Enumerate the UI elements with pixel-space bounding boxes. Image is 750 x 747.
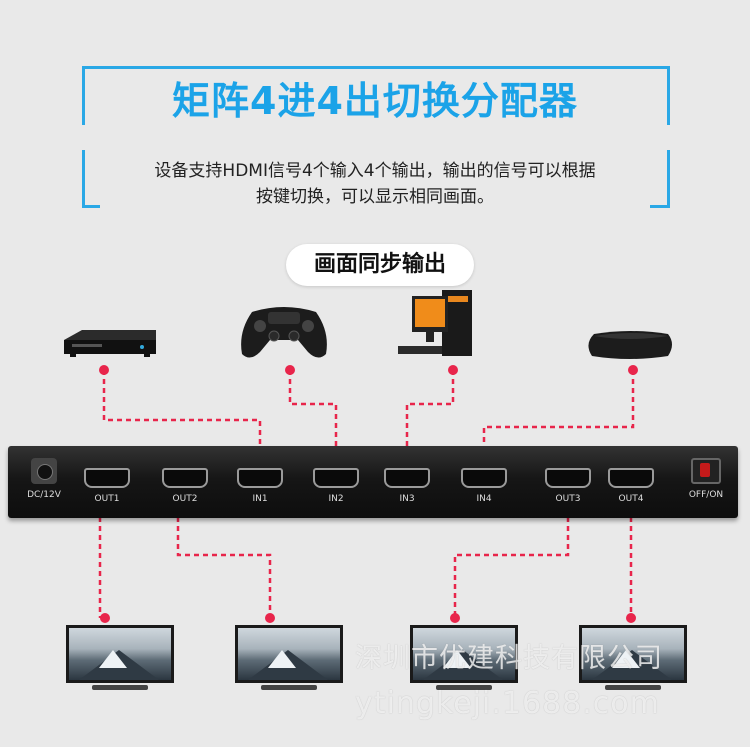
tv-stand <box>605 685 661 690</box>
description-line-2: 按键切换，可以显示相同画面。 <box>256 187 494 207</box>
dc-power-jack: DC/12V <box>24 458 64 500</box>
port-in4: IN4 <box>461 468 507 504</box>
port-in2: IN2 <box>313 468 359 504</box>
port-in3: IN3 <box>384 468 430 504</box>
hdmi-port-icon <box>84 468 130 488</box>
hdmi-port-icon <box>545 468 591 488</box>
tv-icon <box>579 625 687 683</box>
port-label-in3: IN3 <box>399 494 415 504</box>
page-title: 矩阵4进4出切换分配器 <box>100 70 650 125</box>
dc-jack-icon <box>31 458 57 484</box>
port-out4: OUT4 <box>608 468 654 504</box>
display-1 <box>66 625 174 690</box>
computer-icon <box>398 290 472 356</box>
port-label-out3: OUT3 <box>555 494 581 504</box>
media-player-icon <box>64 330 156 357</box>
hdmi-port-icon <box>162 468 208 488</box>
set-top-box-icon <box>588 331 672 359</box>
title-frame-top <box>82 66 670 125</box>
port-out2: OUT2 <box>162 468 208 504</box>
description-line-1: 设备支持HDMI信号4个输入4个输出，输出的信号可以根据 <box>154 161 596 181</box>
tv-icon <box>410 625 518 683</box>
power-switch: OFF/ON <box>680 458 732 500</box>
tv-icon <box>66 625 174 683</box>
port-label-out1: OUT1 <box>94 494 120 504</box>
port-in1: IN1 <box>237 468 283 504</box>
display-3 <box>410 625 518 690</box>
port-label-in2: IN2 <box>328 494 344 504</box>
port-label-in4: IN4 <box>476 494 492 504</box>
matrix-switcher: DC/12V OUT1 OUT2 IN1 IN2 IN3 IN4 OUT3 OU… <box>8 446 738 518</box>
port-label-out4: OUT4 <box>618 494 644 504</box>
watermark-company: 深圳市优建科技有限公司 <box>355 643 663 674</box>
hdmi-port-icon <box>384 468 430 488</box>
dc-label: DC/12V <box>27 490 61 500</box>
port-out3: OUT3 <box>545 468 591 504</box>
hdmi-port-icon <box>313 468 359 488</box>
hdmi-port-icon <box>237 468 283 488</box>
sync-output-badge: 画面同步输出 <box>286 244 474 286</box>
display-4 <box>579 625 687 690</box>
gamepad-icon <box>241 307 327 358</box>
tv-stand <box>261 685 317 690</box>
port-label-in1: IN1 <box>252 494 268 504</box>
power-rocker-icon <box>691 458 721 484</box>
tv-icon <box>235 625 343 683</box>
hdmi-port-icon <box>461 468 507 488</box>
display-2 <box>235 625 343 690</box>
watermark-url: ytingkeji.1688.com <box>355 686 660 721</box>
tv-stand <box>92 685 148 690</box>
port-out1: OUT1 <box>84 468 130 504</box>
tv-stand <box>436 685 492 690</box>
hdmi-port-icon <box>608 468 654 488</box>
description: 设备支持HDMI信号4个输入4个输出，输出的信号可以根据 按键切换，可以显示相同… <box>100 158 650 210</box>
port-label-out2: OUT2 <box>172 494 198 504</box>
power-label: OFF/ON <box>688 490 724 500</box>
